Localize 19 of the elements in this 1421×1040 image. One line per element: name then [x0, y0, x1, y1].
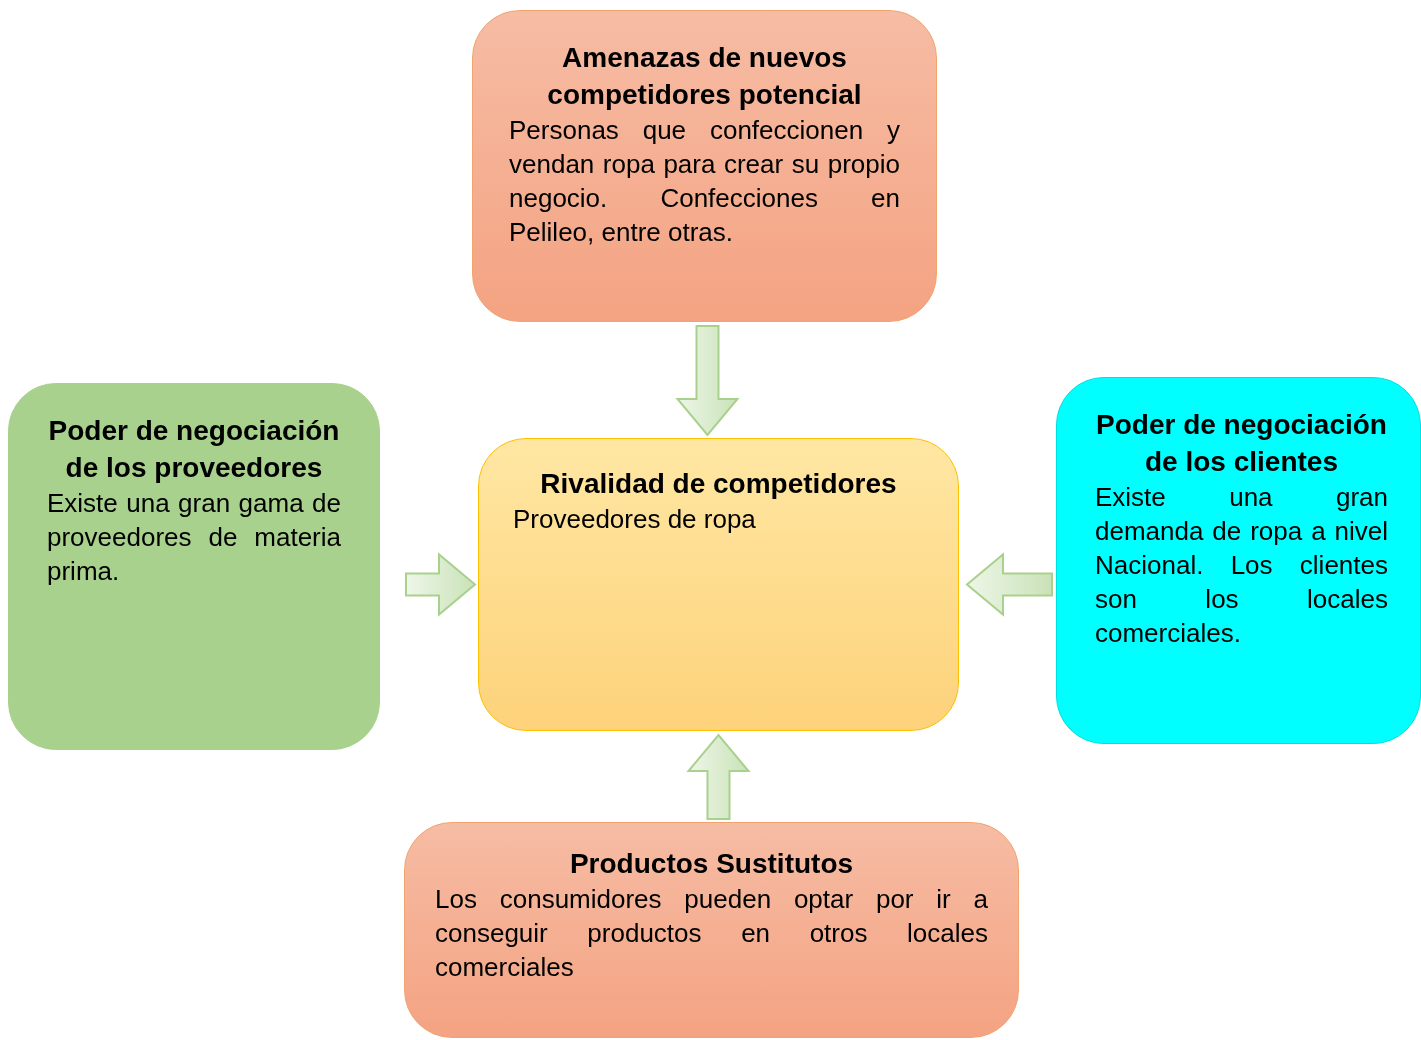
box-text: Personas que confeccionen y vendan ropa para crear su propio negocio. Confecciones en Pelileo, entre otras.: [509, 114, 900, 249]
box-text: Existe una gran gama de proveedores de materia prima.: [47, 487, 341, 588]
rounded-box: [472, 10, 937, 322]
box-heading: Rivalidad de competidores: [539, 467, 898, 501]
box-heading: Productos Sustitutos: [568, 847, 855, 881]
box-heading: Poder de negociación de los clientes: [1095, 408, 1388, 479]
block-arrow: [965, 552, 1053, 617]
rounded-box: [1056, 377, 1421, 744]
rounded-box: [478, 438, 959, 731]
rounded-box: [8, 383, 380, 750]
block-arrow: [405, 552, 477, 617]
box-heading: Poder de negociación de los proveedores: [47, 414, 341, 485]
block-arrow: [686, 733, 751, 820]
block-arrow: [675, 325, 740, 437]
box-heading: Amenazas de nuevos competidores potencial: [546, 41, 863, 112]
box-text: Los consumidores pueden optar por ir a conseguir productos en otros locales comerciales: [435, 883, 988, 984]
rounded-box: [404, 822, 1019, 1038]
box-text: Existe una gran demanda de ropa a nivel Nacional. Los clientes son los locales comerciales.: [1095, 481, 1388, 650]
box-text: Proveedores de ropa: [513, 503, 757, 536]
